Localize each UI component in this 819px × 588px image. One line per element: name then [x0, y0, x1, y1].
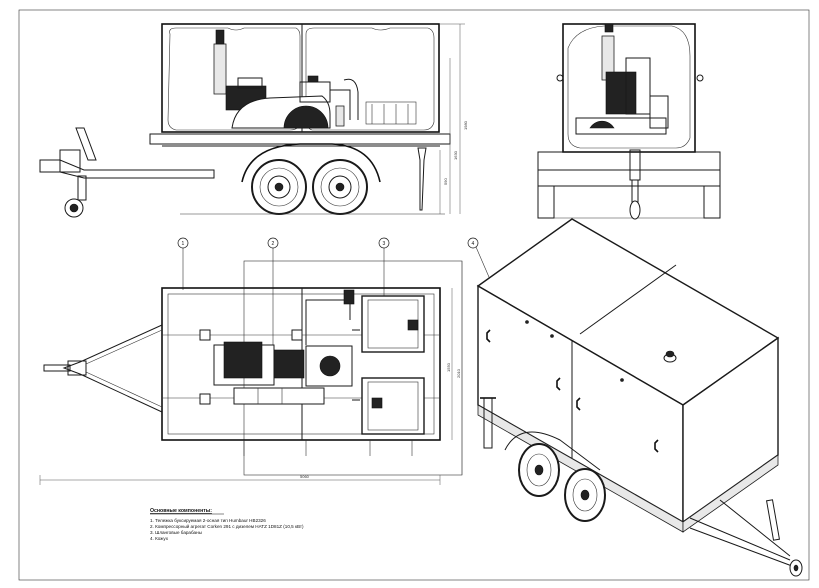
top-deck-frame	[161, 287, 441, 441]
top-hose-reel-upper	[361, 295, 425, 353]
side-wheel-rear	[312, 159, 368, 215]
callout-4: 4	[467, 237, 493, 285]
dim-top-width-a: 1550	[446, 362, 451, 372]
dim-side-body: 1630	[453, 150, 458, 160]
svg-text:1: 1	[182, 241, 185, 247]
svg-text:3: 3	[383, 241, 386, 247]
legend-item: 4. Кожух	[150, 536, 169, 541]
callout-1: 1	[177, 237, 189, 290]
legend-item: 2. Компрессорный агрегат Corken 291 с ди…	[150, 523, 304, 529]
front-chassis	[537, 151, 721, 187]
legend-item: 1. Тележка буксируемая 2-осная тип Humba…	[150, 518, 266, 523]
dim-side-frame: 590	[443, 178, 448, 185]
side-enclosure	[161, 23, 440, 133]
side-wheel-front	[251, 159, 307, 215]
components-legend: Основные компоненты: 1. Тележка буксируе…	[150, 508, 304, 541]
iso-wheel-rear	[564, 468, 606, 522]
legend-title: Основные компоненты:	[150, 508, 212, 514]
isometric-view: 4	[467, 218, 803, 577]
top-hose-reel-lower	[361, 377, 425, 435]
side-view: 1980 1630 590	[39, 23, 468, 218]
side-wheel-arch	[241, 143, 381, 183]
front-view	[537, 23, 721, 220]
legend-item: 3. Шланговые барабаны	[150, 530, 202, 535]
dim-top-length: 5060	[300, 474, 310, 479]
iso-drawbar	[689, 499, 793, 567]
dim-top-width-b: 2010	[456, 368, 461, 378]
callout-3: 3	[378, 237, 390, 300]
svg-text:2: 2	[272, 241, 275, 247]
callout-2: 2	[267, 237, 279, 345]
iso-wheel-front	[518, 443, 560, 497]
top-view: 1 2 3	[39, 237, 463, 485]
side-chassis	[149, 133, 451, 145]
sheet-frame	[18, 9, 810, 581]
dim-side-total: 1980	[463, 120, 468, 130]
top-drawbar	[62, 324, 163, 413]
svg-text:4: 4	[472, 241, 475, 247]
